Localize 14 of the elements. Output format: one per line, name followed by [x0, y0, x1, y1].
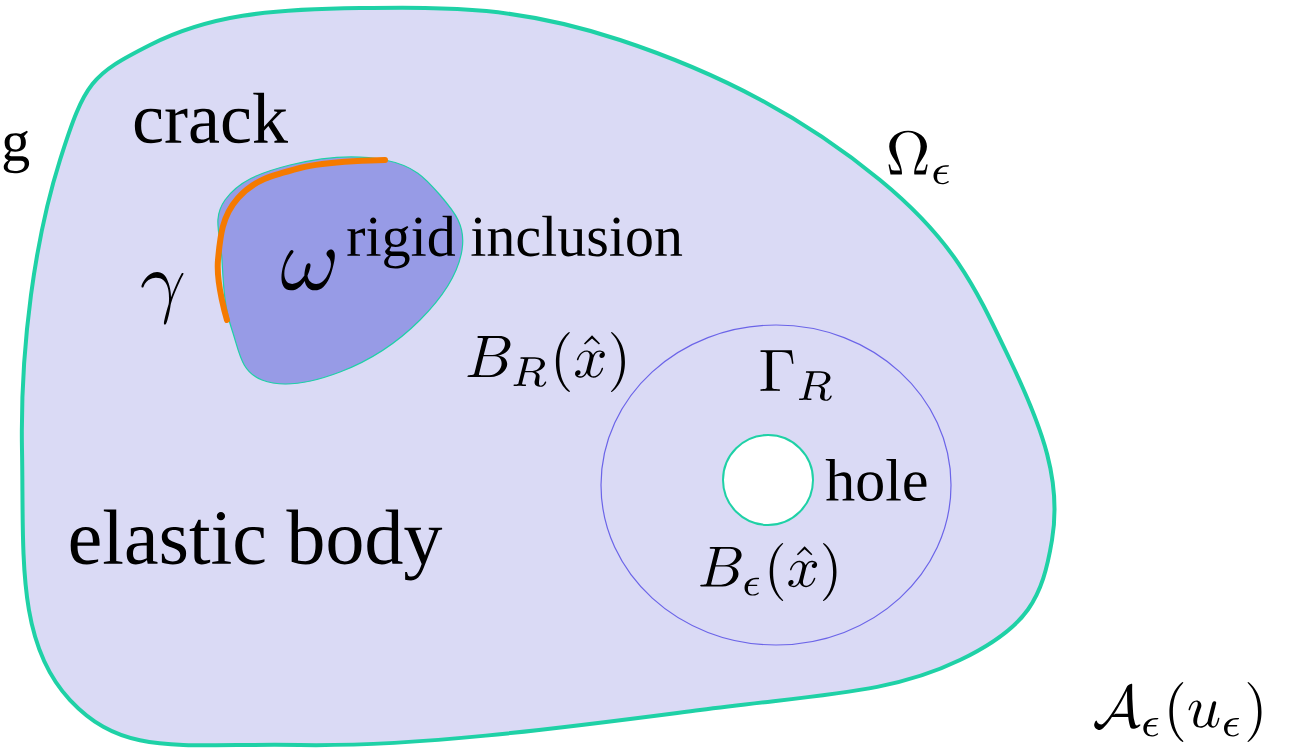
label: $\mathcal{A}_\epsilon(u_\epsilon)$: [1094, 682, 1262, 742]
label: $\gamma$: [141, 272, 184, 325]
region-caption: hole: [825, 458, 927, 502]
region-label: $\omega$: [281, 249, 335, 291]
region-caption: $B_R(\hat{x})$: [467, 332, 625, 392]
label: g: [3, 130, 30, 174]
region-caption: $B_\epsilon(\hat{x})$: [700, 543, 837, 601]
region-label: $\Omega_\epsilon$: [888, 130, 949, 185]
circle: [467, 324, 952, 646]
hole-circle: [700, 434, 927, 601]
region-label: rigid inclusion: [347, 215, 683, 269]
region-label: $\Gamma_R$: [760, 350, 832, 401]
label: crack: [134, 92, 288, 144]
region-label: elastic body: [70, 509, 443, 581]
